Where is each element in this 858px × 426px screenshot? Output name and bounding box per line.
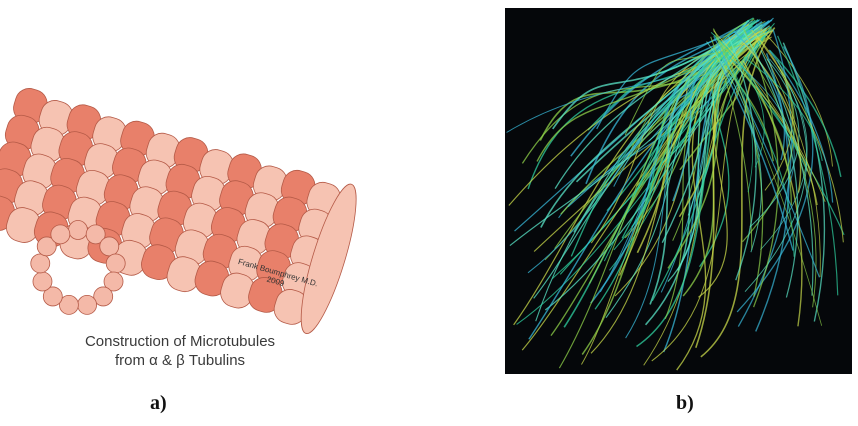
ring-subunit bbox=[106, 254, 125, 273]
panel-b-label: b) bbox=[676, 392, 694, 415]
diagram-caption-line2: from α & β Tubulins bbox=[40, 351, 320, 370]
ring-subunit bbox=[51, 225, 70, 244]
diagram-caption: Construction of Microtubules from α & β … bbox=[40, 332, 320, 370]
microtubule-fluorescence-micrograph bbox=[505, 8, 852, 374]
ring-subunit bbox=[78, 295, 97, 314]
ring-subunit bbox=[33, 272, 52, 291]
microtubule-diagram bbox=[0, 0, 430, 380]
ring-subunit bbox=[69, 221, 88, 240]
ring-subunit bbox=[100, 237, 119, 256]
panel-a-label: a) bbox=[150, 392, 167, 415]
diagram-caption-line1: Construction of Microtubules bbox=[40, 332, 320, 351]
ring-subunit bbox=[31, 254, 50, 273]
